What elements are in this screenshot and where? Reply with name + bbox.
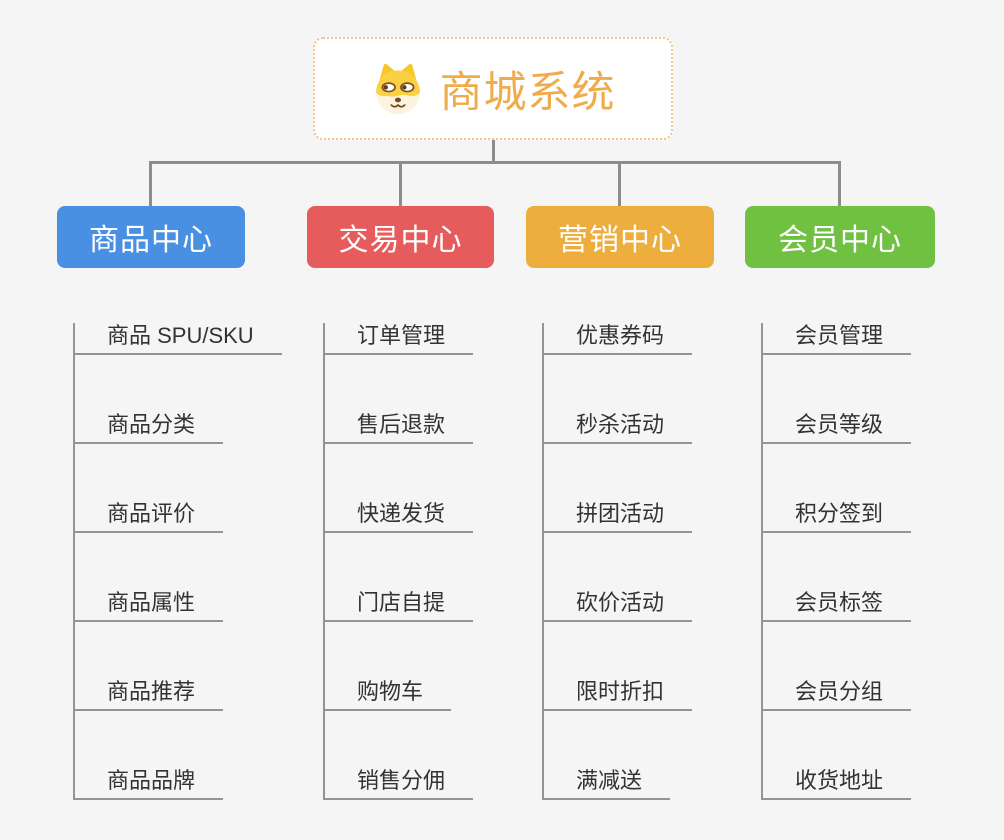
branch-label: 会员中心 — [778, 224, 902, 257]
branch-marketing-center: 营销中心 优惠券码 秒杀活动 拼团活动 砍价活动 限时折扣 满减送 — [526, 206, 714, 800]
branch-items-trade: 订单管理 售后退款 快递发货 门店自提 购物车 销售分佣 — [323, 323, 494, 800]
connector-horizontal — [149, 161, 841, 164]
branch-box-trade-center[interactable]: 交易中心 — [307, 206, 494, 268]
branch-box-product-center[interactable]: 商品中心 — [57, 206, 245, 268]
branch-box-marketing-center[interactable]: 营销中心 — [526, 206, 714, 268]
branch-label: 商品中心 — [89, 224, 213, 257]
branch-item[interactable]: 收货地址 — [763, 768, 912, 800]
branch-item[interactable]: 优惠券码 — [544, 323, 693, 355]
branch-items-product: 商品 SPU/SKU 商品分类 商品评价 商品属性 商品推荐 商品品牌 — [73, 323, 282, 800]
connector-drop-product — [149, 163, 152, 207]
branch-item[interactable]: 限时折扣 — [544, 679, 693, 711]
branch-item[interactable]: 拼团活动 — [544, 501, 693, 533]
branch-item[interactable]: 会员管理 — [763, 323, 912, 355]
connector-root-drop — [492, 140, 495, 164]
branch-items-member: 会员管理 会员等级 积分签到 会员标签 会员分组 收货地址 — [761, 323, 935, 800]
doge-icon — [375, 63, 420, 114]
branch-items-marketing: 优惠券码 秒杀活动 拼团活动 砍价活动 限时折扣 满减送 — [542, 323, 714, 800]
root-title: 商城系统 — [439, 68, 616, 117]
branch-item[interactable]: 商品评价 — [75, 501, 224, 533]
root-node[interactable]: 商城系统 — [313, 37, 673, 140]
branch-item[interactable]: 购物车 — [325, 679, 452, 711]
branch-member-center: 会员中心 会员管理 会员等级 积分签到 会员标签 会员分组 收货地址 — [745, 206, 935, 800]
branch-item[interactable]: 商品分类 — [75, 412, 224, 444]
connector-drop-trade — [399, 163, 402, 207]
branch-item[interactable]: 会员标签 — [763, 590, 912, 622]
branch-item[interactable]: 会员分组 — [763, 679, 912, 711]
connector-drop-marketing — [618, 163, 621, 207]
branch-trade-center: 交易中心 订单管理 售后退款 快递发货 门店自提 购物车 销售分佣 — [307, 206, 494, 800]
branch-item[interactable]: 商品推荐 — [75, 679, 224, 711]
branch-item[interactable]: 订单管理 — [325, 323, 474, 355]
branch-box-member-center[interactable]: 会员中心 — [745, 206, 935, 268]
branch-item[interactable]: 商品属性 — [75, 590, 224, 622]
branch-item[interactable]: 商品品牌 — [75, 768, 224, 800]
branch-item[interactable]: 销售分佣 — [325, 768, 474, 800]
branch-item[interactable]: 会员等级 — [763, 412, 912, 444]
branch-item[interactable]: 积分签到 — [763, 501, 912, 533]
branch-item[interactable]: 砍价活动 — [544, 590, 693, 622]
branch-item[interactable]: 满减送 — [544, 768, 671, 800]
branch-item[interactable]: 快递发货 — [325, 501, 474, 533]
branch-label: 营销中心 — [558, 224, 682, 257]
branch-product-center: 商品中心 商品 SPU/SKU 商品分类 商品评价 商品属性 商品推荐 商品品牌 — [57, 206, 282, 800]
branch-item[interactable]: 售后退款 — [325, 412, 474, 444]
branch-item[interactable]: 门店自提 — [325, 590, 474, 622]
branch-label: 交易中心 — [338, 224, 463, 257]
connector-drop-member — [838, 163, 841, 207]
branch-item[interactable]: 商品 SPU/SKU — [75, 323, 282, 355]
branch-item[interactable]: 秒杀活动 — [544, 412, 693, 444]
